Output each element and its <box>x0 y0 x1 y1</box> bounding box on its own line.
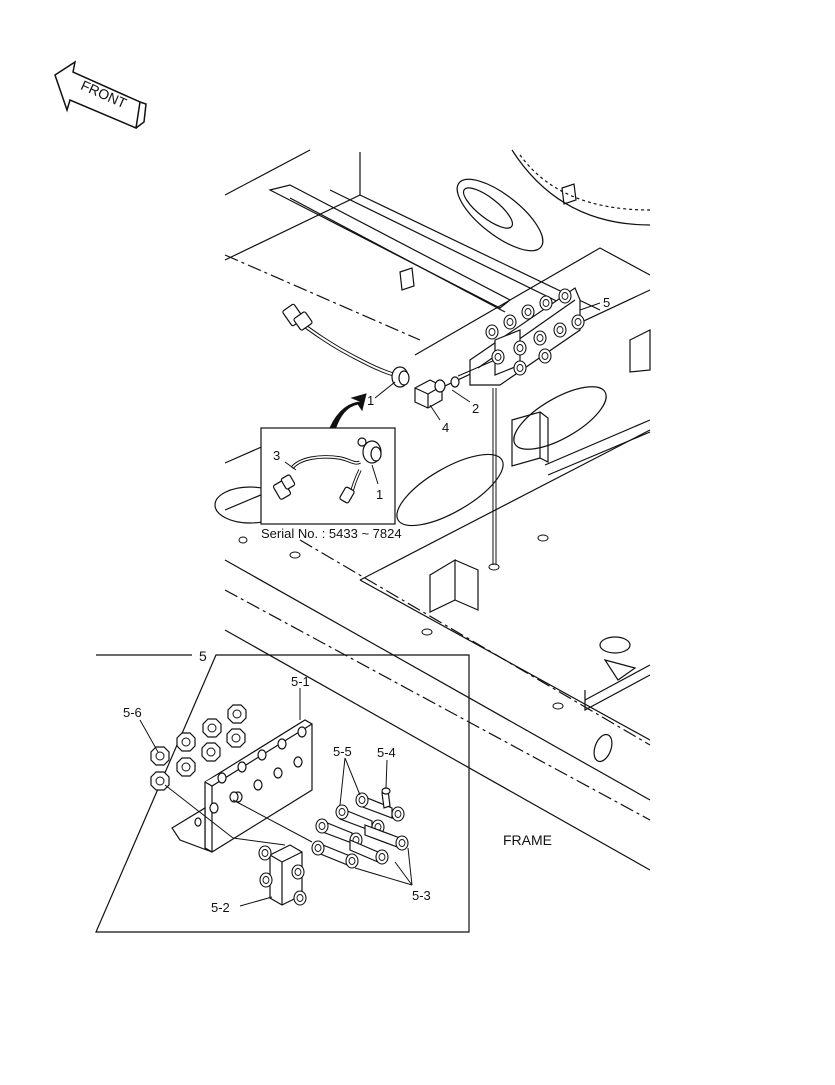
detail-title: 5 <box>199 648 207 664</box>
frame-label: FRAME <box>503 832 552 848</box>
callout-inset-sensor: 1 <box>376 487 383 502</box>
detail-box-manifold: 5 <box>95 648 470 933</box>
frame-holes <box>238 534 564 710</box>
serial-note: Serial No. : 5433 ~ 7824 <box>261 526 402 541</box>
main-callouts: 1 2 4 5 <box>367 295 610 435</box>
callout-inset-harness: 3 <box>273 448 280 463</box>
callout-manifold: 5 <box>603 295 610 310</box>
pressure-sensor-harness <box>282 303 410 388</box>
label-bracket: 5-1 <box>291 674 310 689</box>
label-nuts: 5-6 <box>123 705 142 720</box>
serial-inset: 3 1 <box>260 427 396 525</box>
detail-leaders <box>139 688 413 907</box>
label-fitting: 5-5 <box>333 744 352 759</box>
callout-washer: 2 <box>472 401 479 416</box>
callout-adapter: 4 <box>442 420 449 435</box>
adapter-block <box>414 376 460 409</box>
label-tee: 5-2 <box>211 900 230 915</box>
inset-pointer-arrow <box>329 393 367 431</box>
front-arrow-icon: FRONT <box>54 60 147 130</box>
label-connectors: 5-3 <box>412 888 431 903</box>
callout-main-sensor: 1 <box>367 393 374 408</box>
manifold-assembly <box>457 287 585 565</box>
connector-fittings <box>311 787 409 869</box>
label-elbow: 5-4 <box>377 745 396 760</box>
bracket-plate <box>171 719 313 853</box>
leader-lines <box>374 302 601 421</box>
detail-labels: 5-1 5-2 5-3 5-4 5-5 5-6 <box>123 674 431 915</box>
tee-fitting <box>258 844 307 906</box>
